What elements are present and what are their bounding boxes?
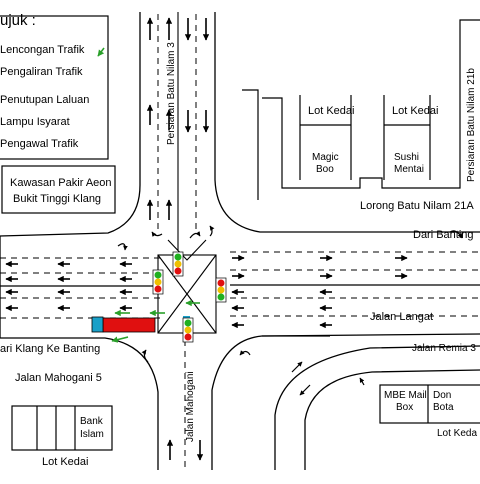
legend-light: Lampu Isyarat	[0, 116, 70, 128]
shop1-label: Lot Kedai	[308, 105, 354, 117]
arrow-green-icon	[97, 47, 105, 57]
dom-line2: Bota	[433, 402, 454, 413]
traffic-light-w	[152, 269, 164, 295]
detour-arrow	[111, 336, 129, 343]
traffic-light-nw	[172, 251, 184, 277]
detour-arrows	[111, 299, 200, 343]
bank-line2: Islam	[80, 429, 104, 440]
magic-line1: Magic	[312, 152, 339, 163]
legend-title: ujuk :	[0, 12, 36, 29]
road-dari-banting: Dari Banting	[413, 229, 474, 241]
road-mahogani5: Jalan Mahogani 5	[15, 372, 102, 384]
road-persiaran-nilam3: Persiaran Batu Nilam 3	[166, 42, 177, 145]
traffic-light-e	[215, 277, 227, 303]
road-jalan-langat: Jalan Langat	[370, 311, 433, 323]
parking-line2: Bukit Tinggi Klang	[13, 193, 101, 205]
legend: ujuk : Lencongan Trafik Pengaliran Trafi…	[0, 12, 109, 160]
shop-block-ne	[242, 19, 480, 200]
parking-area: Kawasan Pakir Aeon Bukit Tinggi Klang	[1, 165, 116, 214]
sushi-line1: Sushi	[394, 152, 419, 163]
road-mahogani: Jalan Mahogani	[185, 371, 196, 442]
mbe-line2: Box	[396, 402, 413, 413]
legend-icons	[97, 47, 105, 57]
mbe-block	[379, 384, 480, 424]
road-dari-klang: ari Klang Ke Banting	[0, 343, 100, 355]
dom-line1: Don	[433, 390, 451, 401]
lot-kedai-bl: Lot Kedai	[42, 456, 88, 468]
legend-detour: Lencongan Trafik	[0, 44, 85, 56]
closure-barrier	[91, 316, 156, 333]
bank-line1: Bank	[80, 416, 104, 427]
mbe-line1: MBE Mail	[384, 390, 427, 401]
parking-line1: Kawasan Pakir Aeon	[10, 177, 112, 189]
magic-line2: Boo	[316, 164, 334, 175]
shop2-label: Lot Kedai	[392, 105, 438, 117]
road-persiaran-21b: Persiaran Batu Nilam 21b	[466, 68, 477, 182]
legend-flow: Pengaliran Trafik	[0, 66, 83, 78]
lane-markings	[0, 14, 480, 470]
road-lorong: Lorong Batu Nilam 21A	[360, 200, 474, 212]
road-outlines	[0, 12, 480, 470]
traffic-light-s	[182, 317, 194, 343]
road-jalan-remia: Jalan Remia 3	[412, 343, 476, 354]
legend-controller: Pengawal Trafik	[0, 138, 79, 150]
lot-kedai-br: Lot Keda	[437, 428, 477, 439]
legend-closure: Penutupan Laluan	[0, 94, 89, 106]
turn-arrows	[117, 225, 463, 396]
traffic-flow-arrows	[5, 17, 408, 461]
bank-block	[11, 405, 113, 451]
sushi-line2: Mentai	[394, 164, 424, 175]
